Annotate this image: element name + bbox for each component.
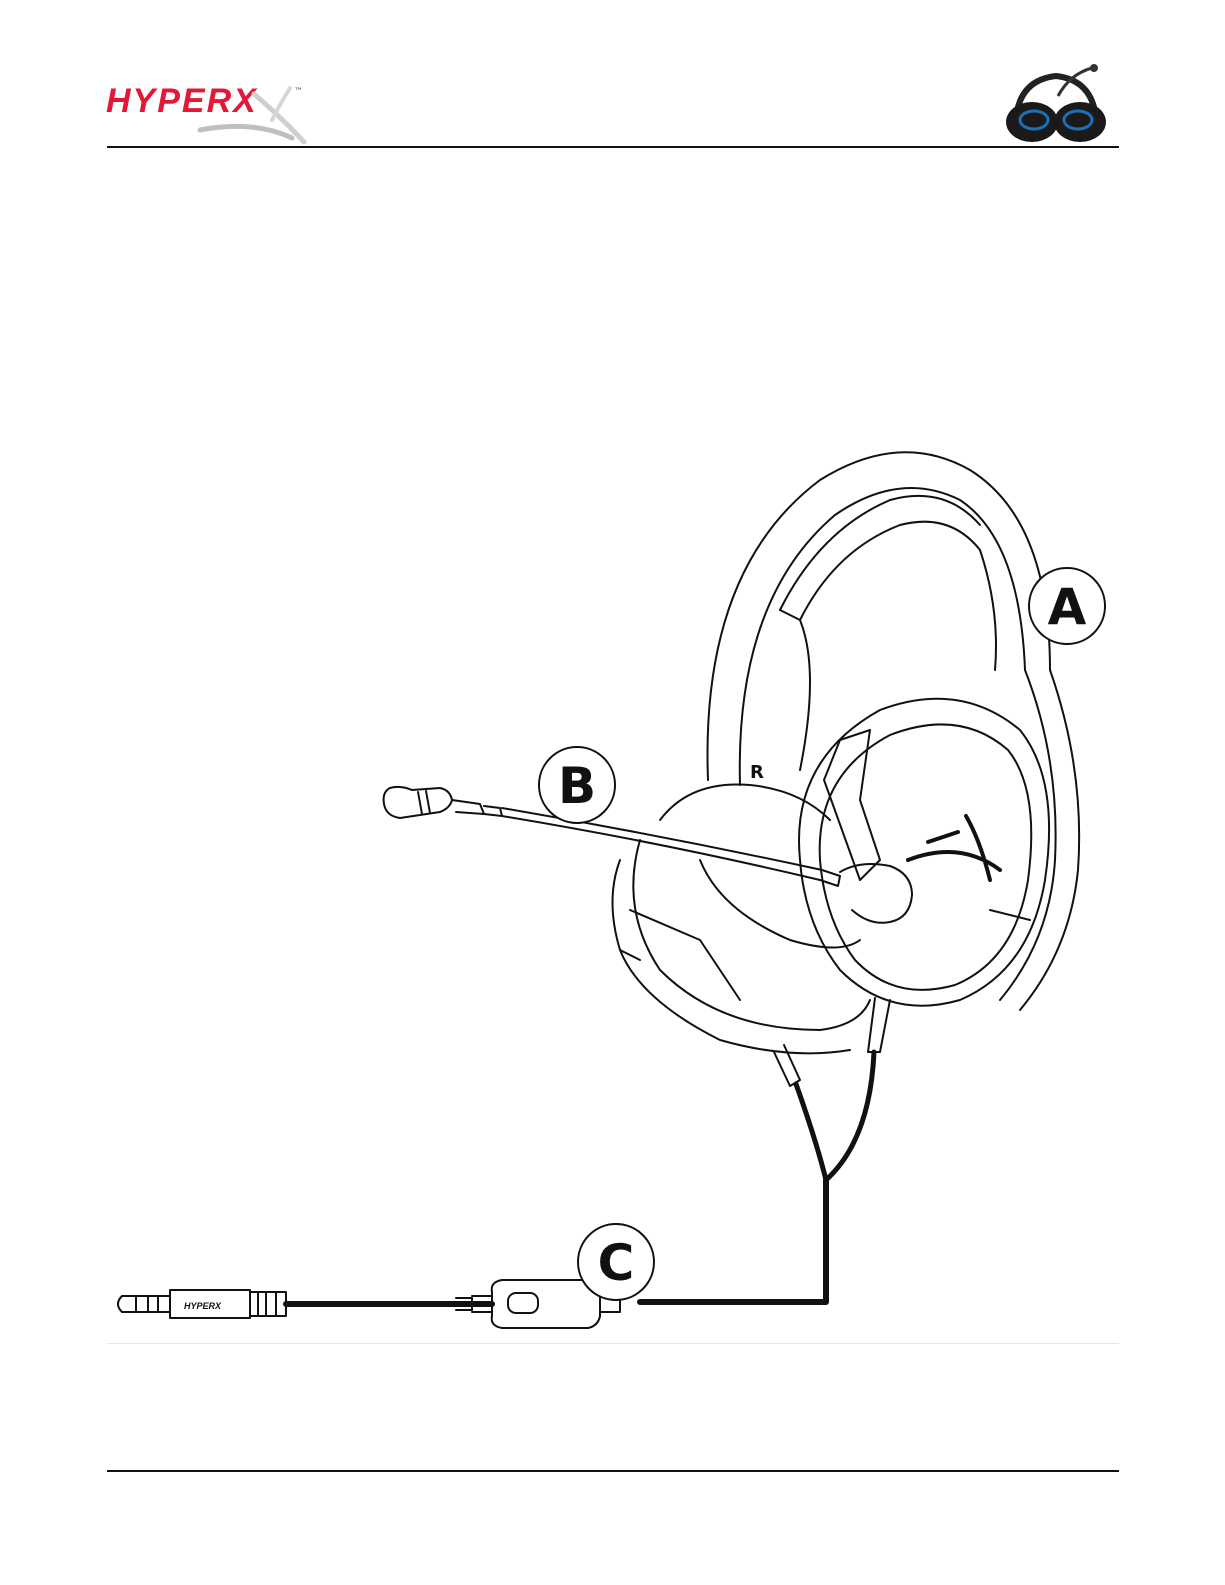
right-cable-strain-relief bbox=[868, 998, 890, 1052]
headset-thumbnail bbox=[1000, 62, 1112, 144]
mic-joint bbox=[452, 800, 484, 814]
left-cable bbox=[796, 1084, 826, 1180]
hyperx-logo: HYPERX ™ bbox=[104, 80, 324, 148]
plug-rings bbox=[136, 1296, 158, 1312]
left-earcup-fold bbox=[630, 910, 740, 1000]
logo-swoosh-low bbox=[200, 126, 292, 138]
right-earcup-notch bbox=[990, 910, 1030, 920]
left-earcup bbox=[613, 784, 871, 1053]
thumbnail-left-cup bbox=[1006, 102, 1058, 142]
plug-brand-print: HYPERX bbox=[184, 1301, 222, 1311]
callout-b: B bbox=[539, 747, 615, 823]
headband-slider-left bbox=[800, 620, 810, 770]
callout-a-label: A bbox=[1048, 578, 1087, 636]
earcup-hx-logo-diag bbox=[966, 816, 990, 880]
left-earcup-outer bbox=[633, 840, 870, 1030]
callout-a: A bbox=[1029, 568, 1105, 644]
footer-rule bbox=[107, 1470, 1119, 1472]
headband-cushion-top bbox=[780, 496, 980, 610]
mic-mount bbox=[840, 864, 912, 923]
thumbnail-right-cup bbox=[1054, 102, 1106, 142]
plug-tip bbox=[118, 1296, 170, 1312]
right-earcup-shell bbox=[799, 699, 1049, 1006]
earcup-hx-logo-bar bbox=[928, 832, 958, 842]
right-ear-marker: R bbox=[750, 762, 764, 783]
mic-capsule-slot-1 bbox=[418, 792, 422, 814]
main-cable-upper bbox=[640, 1180, 826, 1302]
headband-outer-edge bbox=[708, 452, 1051, 780]
callout-c-label: C bbox=[598, 1234, 635, 1292]
mic-capsule-slot-2 bbox=[426, 791, 430, 813]
thumbnail-mic-tip bbox=[1090, 64, 1098, 72]
left-earcup-cushion-inner bbox=[700, 860, 860, 948]
left-earcup-rim bbox=[620, 950, 850, 1053]
earcup-hx-logo bbox=[908, 816, 1000, 880]
plug-grip-ridges bbox=[250, 1292, 276, 1316]
right-earcup-yoke bbox=[824, 730, 880, 880]
hyperx-logo-wordmark: HYPERX bbox=[106, 82, 258, 120]
microphone bbox=[384, 787, 912, 923]
headband-right-arm bbox=[1000, 670, 1056, 1000]
callout-c: C bbox=[578, 1224, 654, 1300]
section-divider bbox=[107, 1343, 1119, 1344]
headband-slider-right bbox=[980, 550, 996, 670]
trademark-mark: ™ bbox=[294, 87, 303, 97]
mic-boom-lower bbox=[502, 816, 820, 880]
right-cable bbox=[826, 1052, 874, 1180]
right-earcup bbox=[799, 699, 1049, 1006]
mic-collar bbox=[484, 806, 502, 816]
callout-b-label: B bbox=[558, 757, 596, 815]
headband-cushion-bottom bbox=[780, 522, 980, 620]
header-rule bbox=[107, 146, 1119, 148]
headset-parts-diagram: R HYPERX A B C bbox=[100, 440, 1140, 1340]
mic-mute-switch bbox=[508, 1293, 538, 1313]
